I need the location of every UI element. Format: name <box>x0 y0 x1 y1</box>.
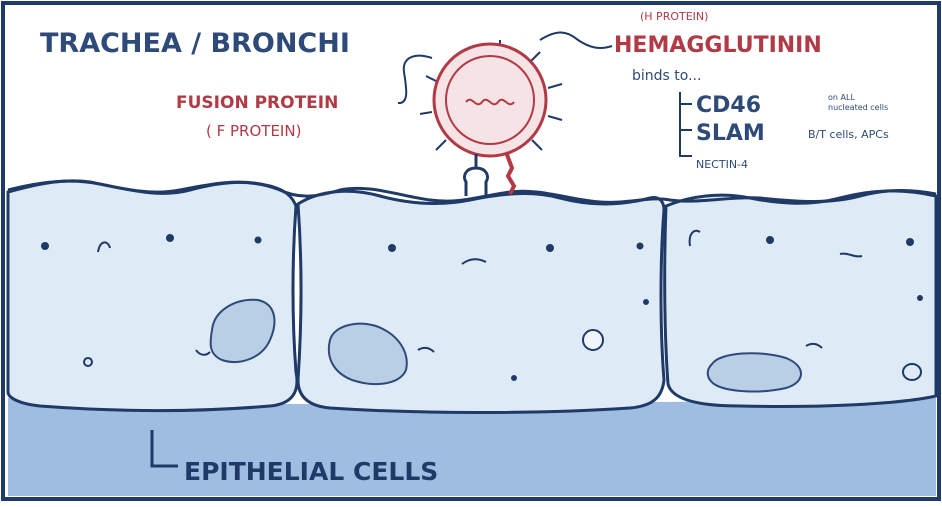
f-protein-stalk <box>464 154 487 196</box>
epithelial-cell-left <box>8 181 297 411</box>
receptor-brackets <box>680 92 692 156</box>
receptor-cd46: CD46 <box>696 93 761 118</box>
receptor-slam-note: B/T cells, APCs <box>808 128 889 141</box>
title-trachea-bronchi: TRACHEA / BRONCHI <box>40 28 350 59</box>
receptor-nectin4: NECTIN-4 <box>696 158 748 171</box>
binds-to-label: binds to... <box>632 68 701 84</box>
receptor-cd46-note-2: nucleated cells <box>828 103 888 112</box>
receptor-slam: SLAM <box>696 121 765 146</box>
virus-envelope-outer <box>434 44 546 156</box>
hemagglutinin-connector <box>540 33 612 49</box>
receptor-cd46-note-1: on ALL <box>828 93 855 102</box>
fusion-protein-label: FUSION PROTEIN <box>176 93 338 113</box>
h-protein-small-label: (H PROTEIN) <box>640 10 708 23</box>
fusion-connector <box>398 56 432 103</box>
measles-virus <box>420 40 562 196</box>
hemagglutinin-label: HEMAGGLUTININ <box>614 33 822 58</box>
epithelial-cells-label: EPITHELIAL CELLS <box>184 457 438 486</box>
h-protein-stalk <box>506 152 514 194</box>
nucleus-right <box>708 353 801 391</box>
f-protein-label: ( F PROTEIN) <box>206 122 301 140</box>
